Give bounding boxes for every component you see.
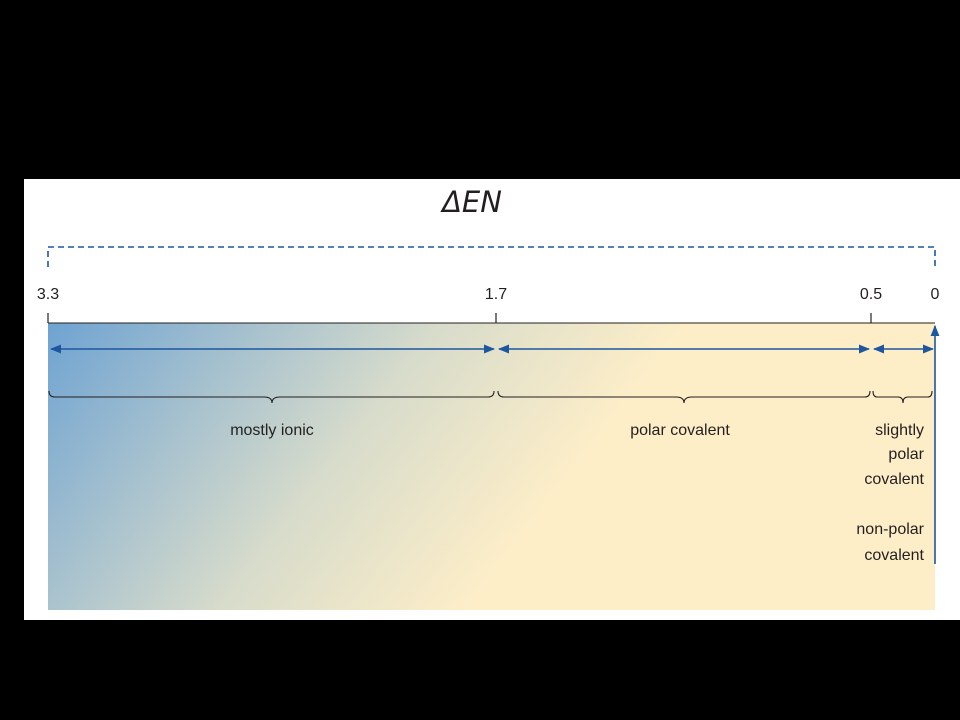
- electronegativity-figure: ΔEN 3.3 1.7 0.5 0: [24, 179, 960, 620]
- brace-slightly-polar: [872, 390, 933, 404]
- brace-polar-covalent: [497, 390, 871, 404]
- tick-label-0-5: 0.5: [860, 286, 882, 303]
- delta-en-diagram: ΔEN 3.3 1.7 0.5 0: [37, 185, 940, 610]
- tick-label-1-7: 1.7: [485, 286, 507, 303]
- dashed-range-bracket: [47, 246, 936, 267]
- label-slightly-polar-line3: covalent: [864, 471, 924, 488]
- gradient-band: [48, 323, 935, 610]
- tick-label-0: 0: [931, 286, 940, 303]
- brace-mostly-ionic: [48, 390, 495, 404]
- label-polar-covalent: polar covalent: [630, 422, 730, 439]
- tick-label-3-3: 3.3: [37, 286, 59, 303]
- label-nonpolar-line2: covalent: [864, 547, 924, 564]
- label-slightly-polar-line1: slightly: [875, 422, 924, 439]
- delta-en-title: ΔEN: [440, 185, 502, 219]
- label-slightly-polar-line2: polar: [888, 446, 924, 463]
- label-mostly-ionic: mostly ionic: [230, 422, 314, 439]
- label-nonpolar-line1: non-polar: [856, 521, 924, 538]
